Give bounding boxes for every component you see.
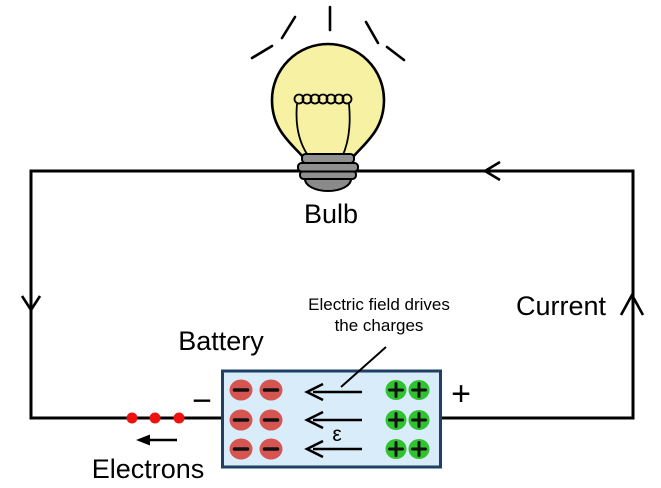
bulb-base [297, 153, 359, 192]
positive-charge-symbols [388, 382, 427, 457]
electrons-arrow-icon [136, 434, 177, 446]
field-pointer-line [340, 346, 387, 388]
negative-terminal-sign: − [192, 382, 212, 420]
emf-symbol: ε [332, 423, 342, 446]
bulb-rays [250, 5, 406, 62]
negative-charge-symbols [232, 388, 280, 451]
field-annotation-line2: the charges [334, 316, 424, 335]
electric-field-arrows [304, 382, 362, 459]
current-label: Current [515, 291, 607, 321]
current-arrow-left-icon [20, 295, 42, 313]
current-arrow-top-icon [482, 160, 501, 182]
electrons-label: Electrons [91, 454, 205, 484]
current-arrow-right-icon [619, 292, 645, 316]
light-bulb-icon [250, 5, 406, 192]
battery-label: Battery [178, 326, 264, 356]
battery-box [221, 369, 442, 469]
electron-dots [126, 412, 185, 424]
bulb-label: Bulb [303, 199, 359, 229]
field-annotation-line1: Electric field drives [308, 295, 450, 314]
field-annotation: Electric field drives the charges [308, 294, 450, 336]
positive-terminal-sign: + [451, 375, 471, 413]
